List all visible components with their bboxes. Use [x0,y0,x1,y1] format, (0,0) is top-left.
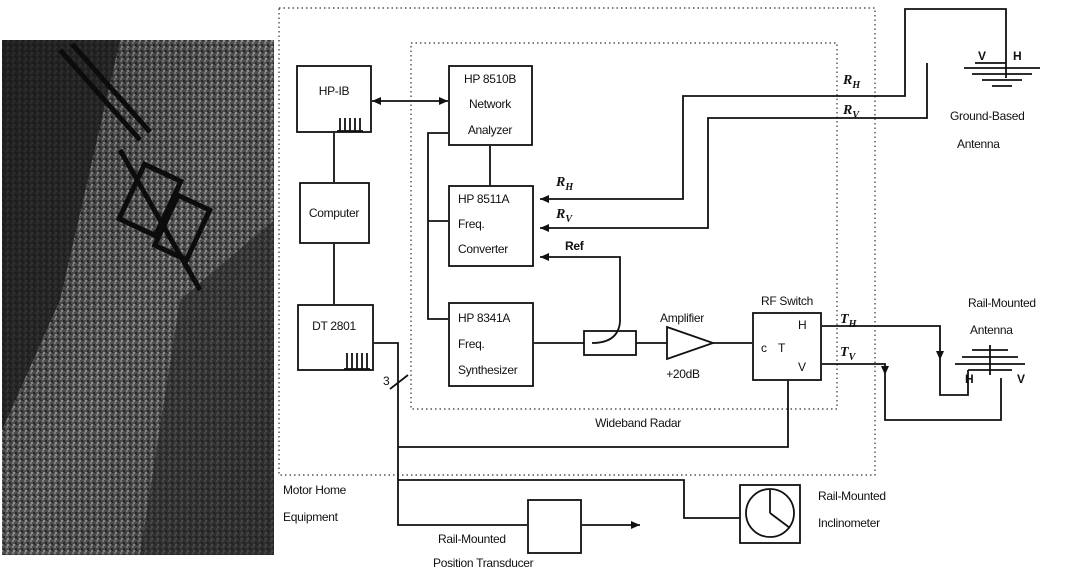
switch-port-h: H [798,318,806,332]
connection-lines [333,8,1007,526]
ref-label: Ref [565,239,585,253]
switch-port-c: c [761,341,767,355]
arrowheads [372,97,944,529]
network-analyzer-label-2: Network [469,97,512,111]
directional-coupler [583,321,637,356]
position-transducer-block [527,499,582,554]
rail-antenna-label-2: Antenna [970,323,1013,337]
dt2801-label: DT 2801 [312,319,356,333]
gain-label: +20dB [666,367,700,381]
rail-antenna-label-1: Rail-Mounted [968,296,1036,310]
bus-width-label: 3 [383,374,390,388]
ground-antenna-v: V [978,49,986,63]
rail-antenna-v: V [1017,372,1025,386]
rf-switch-block [752,312,822,381]
hp-ib-label: HP-IB [319,84,350,98]
switch-port-v: V [798,360,806,374]
rail-antenna-icon [955,345,1025,375]
freq-converter-label-3: Converter [458,242,508,256]
inclinometer-block [739,484,801,544]
labels: HP-IB Computer DT 2801 HP 8510B Network … [283,49,1036,570]
freq-synth-label-2: Freq. [458,337,485,351]
amplifier-label: Amplifier [660,311,704,325]
inclinometer-label-1: Rail-Mounted [818,489,886,503]
network-analyzer-block [448,65,533,146]
rf-switch-label: RF Switch [761,294,813,308]
freq-synthesizer-block [448,302,534,387]
rail-antenna-h: H [965,372,973,386]
freq-converter-block [448,185,534,267]
amplifier-triangle [666,325,716,361]
freq-synth-label-1: HP 8341A [458,311,510,325]
rh-in-label: RH [555,175,574,193]
freq-synth-label-3: Synthesizer [458,363,518,377]
motor-home-label-2: Equipment [283,510,339,524]
position-transducer-label-1: Rail-Mounted [438,532,506,546]
rh-main-label: RH [842,73,861,91]
dt2801-block [297,304,374,371]
tv-label: TV [840,345,857,363]
ground-antenna-h: H [1013,49,1021,63]
antenna-photo [2,40,274,555]
rv-main-label: RV [842,103,860,121]
computer-label: Computer [309,206,360,220]
hp-ib-block [296,65,372,133]
inclinometer-label-2: Inclinometer [818,516,880,530]
ground-antenna-icon [964,39,1040,87]
network-analyzer-label-3: Analyzer [468,123,513,137]
wideband-radar-boundary [410,42,838,410]
network-analyzer-label-1: HP 8510B [464,72,516,86]
th-label: TH [840,312,858,330]
ground-antenna-label-2: Antenna [957,137,1000,151]
motor-home-label-1: Motor Home [283,483,347,497]
rv-in-label: RV [555,207,573,225]
freq-converter-label-2: Freq. [458,217,485,231]
wideband-radar-label: Wideband Radar [595,416,681,430]
motor-home-boundary [278,7,876,476]
ground-antenna-label-1: Ground-Based [950,109,1024,123]
switch-port-t: T [778,341,786,355]
freq-converter-label-1: HP 8511A [458,192,509,206]
position-transducer-label-2: Position Transducer [433,556,534,570]
computer-block [299,182,370,244]
